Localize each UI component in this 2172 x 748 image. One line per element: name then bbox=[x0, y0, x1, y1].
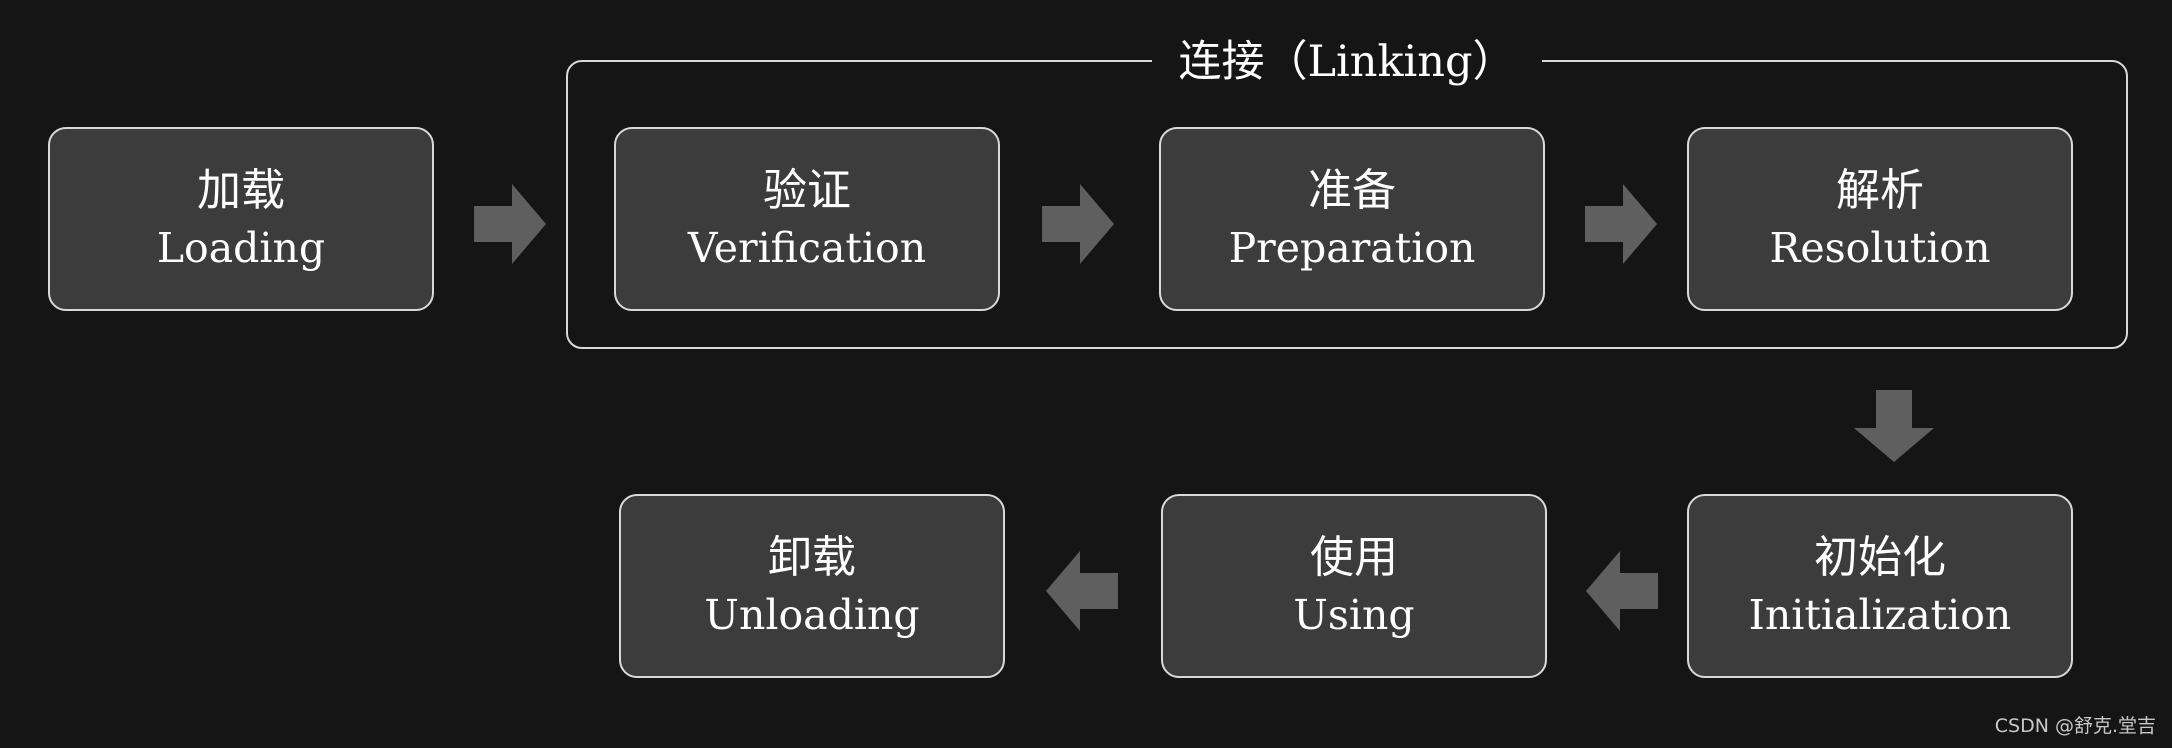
stage-unloading: 卸载 Unloading bbox=[619, 494, 1005, 678]
stage-preparation-zh: 准备 bbox=[1308, 165, 1396, 216]
stage-preparation: 准备 Preparation bbox=[1159, 127, 1545, 311]
arrow-loading-to-verification-icon bbox=[474, 184, 546, 264]
stage-verification-en: Verification bbox=[687, 224, 927, 272]
stage-loading: 加载 Loading bbox=[48, 127, 434, 311]
stage-resolution-zh: 解析 bbox=[1836, 165, 1924, 216]
stage-initialization-en: Initialization bbox=[1748, 591, 2012, 639]
stage-unloading-zh: 卸载 bbox=[768, 532, 856, 583]
watermark: CSDN @舒克.堂吉 bbox=[1994, 715, 2156, 737]
stage-loading-en: Loading bbox=[156, 224, 326, 272]
stage-verification: 验证 Verification bbox=[614, 127, 1000, 311]
arrow-verification-to-preparation-icon bbox=[1042, 184, 1114, 264]
stage-resolution-en: Resolution bbox=[1769, 224, 1991, 272]
stage-loading-zh: 加载 bbox=[197, 165, 285, 216]
arrow-initialization-to-using-icon bbox=[1586, 551, 1658, 631]
stage-using-en: Using bbox=[1293, 591, 1415, 639]
stage-resolution: 解析 Resolution bbox=[1687, 127, 2073, 311]
arrow-using-to-unloading-icon bbox=[1046, 551, 1118, 631]
stage-using-zh: 使用 bbox=[1310, 532, 1398, 583]
stage-verification-zh: 验证 bbox=[763, 165, 851, 216]
stage-initialization: 初始化 Initialization bbox=[1687, 494, 2073, 678]
stage-using: 使用 Using bbox=[1161, 494, 1547, 678]
linking-group-title: 连接（Linking） bbox=[1152, 34, 1542, 90]
arrow-resolution-to-initialization-icon bbox=[1854, 390, 1934, 462]
stage-preparation-en: Preparation bbox=[1228, 224, 1476, 272]
stage-unloading-en: Unloading bbox=[704, 591, 920, 639]
stage-initialization-zh: 初始化 bbox=[1814, 532, 1946, 583]
arrow-preparation-to-resolution-icon bbox=[1585, 184, 1657, 264]
